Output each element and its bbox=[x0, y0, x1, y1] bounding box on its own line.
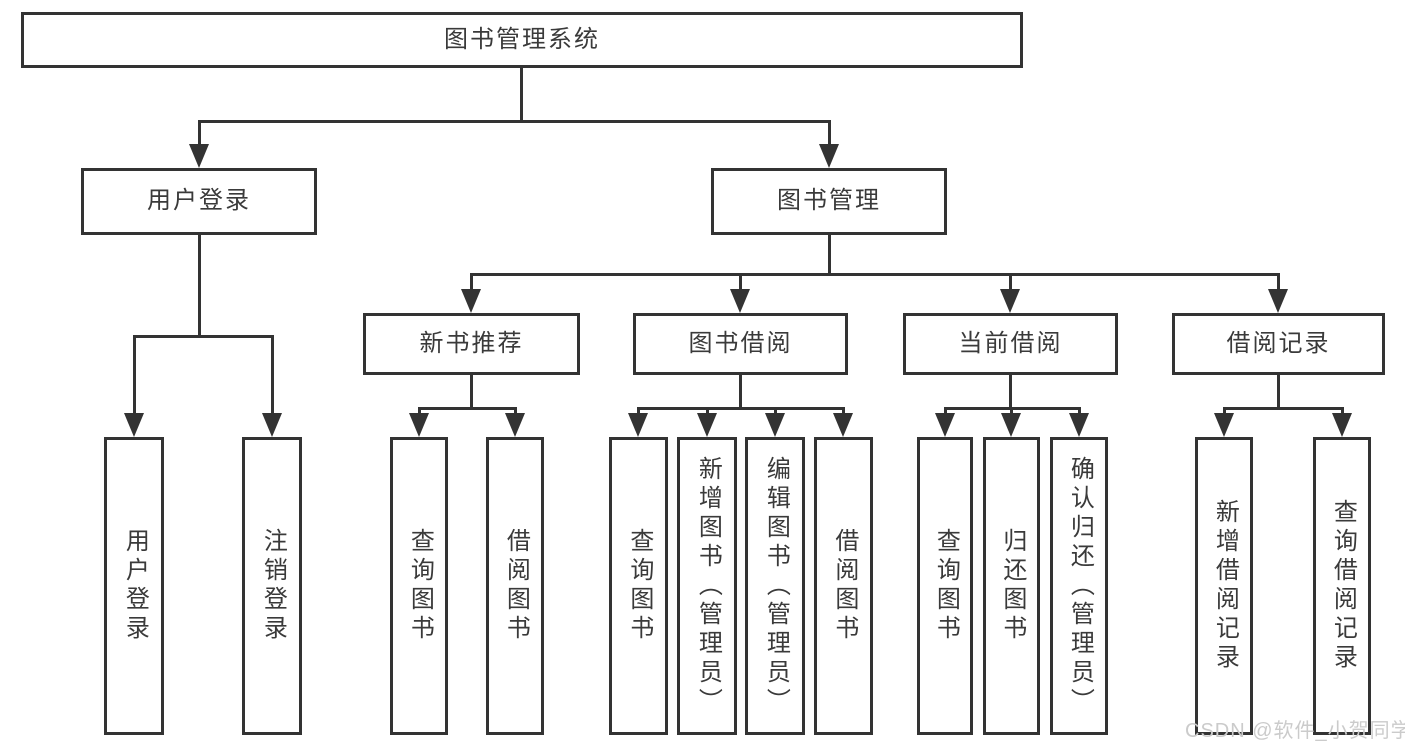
leaf-borrow-books-borrowing: 借阅图书 bbox=[814, 437, 873, 735]
leaf-query-books-current: 查询图书 bbox=[917, 437, 973, 735]
connector-borrowing-stem bbox=[739, 375, 742, 409]
arrow-down-icon bbox=[935, 413, 955, 437]
leaf-confirm-return-admin: 确认归还（管理员） bbox=[1050, 437, 1108, 735]
connector-level2-rail bbox=[198, 120, 831, 123]
leaf-return-book: 归还图书 bbox=[983, 437, 1040, 735]
connector-drop bbox=[637, 407, 640, 416]
node-user-login: 用户登录 bbox=[81, 168, 317, 235]
connector-drop bbox=[706, 407, 709, 416]
connector-drop bbox=[842, 407, 845, 416]
arrow-down-icon bbox=[697, 413, 717, 437]
connector-drop bbox=[418, 407, 421, 416]
leaf-query-borrow-record: 查询借阅记录 bbox=[1313, 437, 1371, 735]
leaf-edit-book-admin: 编辑图书（管理员） bbox=[745, 437, 805, 735]
arrow-down-icon bbox=[124, 413, 144, 437]
connector-drop bbox=[271, 335, 274, 415]
arrow-down-icon bbox=[1214, 413, 1234, 437]
node-new-book-recommendation: 新书推荐 bbox=[363, 313, 580, 375]
connector-records-rail bbox=[1223, 407, 1344, 410]
leaf-borrow-books-recommend: 借阅图书 bbox=[486, 437, 544, 735]
arrow-down-icon bbox=[189, 144, 209, 168]
arrow-down-icon bbox=[505, 413, 525, 437]
connector-recommend-rail bbox=[418, 407, 517, 410]
connector-drop bbox=[828, 120, 831, 147]
leaf-query-books-borrowing: 查询图书 bbox=[609, 437, 668, 735]
connector-drop bbox=[1223, 407, 1226, 416]
arrow-down-icon bbox=[833, 413, 853, 437]
arrow-down-icon bbox=[628, 413, 648, 437]
connector-drop bbox=[1277, 273, 1280, 291]
connector-records-stem bbox=[1277, 375, 1280, 409]
connector-drop bbox=[739, 273, 742, 291]
connector-recommend-stem bbox=[470, 375, 473, 409]
arrow-down-icon bbox=[1069, 413, 1089, 437]
arrow-down-icon bbox=[409, 413, 429, 437]
arrow-down-icon bbox=[730, 289, 750, 313]
connector-drop bbox=[470, 273, 473, 291]
arrow-down-icon bbox=[1000, 289, 1020, 313]
arrow-down-icon bbox=[1268, 289, 1288, 313]
connector-drop bbox=[1010, 407, 1013, 416]
leaf-user-login: 用户登录 bbox=[104, 437, 164, 735]
connector-current-stem bbox=[1009, 375, 1012, 409]
arrow-down-icon bbox=[1001, 413, 1021, 437]
leaf-add-book-admin: 新增图书（管理员） bbox=[677, 437, 737, 735]
connector-user-login-stem bbox=[198, 235, 201, 336]
connector-borrowing-rail bbox=[637, 407, 845, 410]
connector-level3-rail bbox=[470, 273, 1280, 276]
arrow-down-icon bbox=[765, 413, 785, 437]
connector-drop bbox=[944, 407, 947, 416]
arrow-down-icon bbox=[1332, 413, 1352, 437]
leaf-add-borrow-record: 新增借阅记录 bbox=[1195, 437, 1253, 735]
connector-drop bbox=[514, 407, 517, 416]
connector-drop bbox=[1341, 407, 1344, 416]
connector-root-stem bbox=[520, 68, 523, 123]
connector-drop bbox=[198, 120, 201, 147]
node-borrowing-records: 借阅记录 bbox=[1172, 313, 1385, 375]
watermark-text: CSDN @软件_小贺同学 bbox=[1185, 720, 1405, 742]
connector-drop bbox=[774, 407, 777, 416]
connector-drop bbox=[1009, 273, 1012, 291]
connector-drop bbox=[133, 335, 136, 415]
node-library-management-system: 图书管理系统 bbox=[21, 12, 1023, 68]
node-book-management: 图书管理 bbox=[711, 168, 947, 235]
arrow-down-icon bbox=[461, 289, 481, 313]
node-book-borrowing: 图书借阅 bbox=[633, 313, 848, 375]
connector-drop bbox=[1078, 407, 1081, 416]
arrow-down-icon bbox=[262, 413, 282, 437]
node-current-borrowing: 当前借阅 bbox=[903, 313, 1118, 375]
leaf-logout: 注销登录 bbox=[242, 437, 302, 735]
connector-book-mgmt-stem bbox=[828, 235, 831, 275]
leaf-query-books-recommend: 查询图书 bbox=[390, 437, 448, 735]
connector-user-login-rail bbox=[133, 335, 273, 338]
arrow-down-icon bbox=[819, 144, 839, 168]
